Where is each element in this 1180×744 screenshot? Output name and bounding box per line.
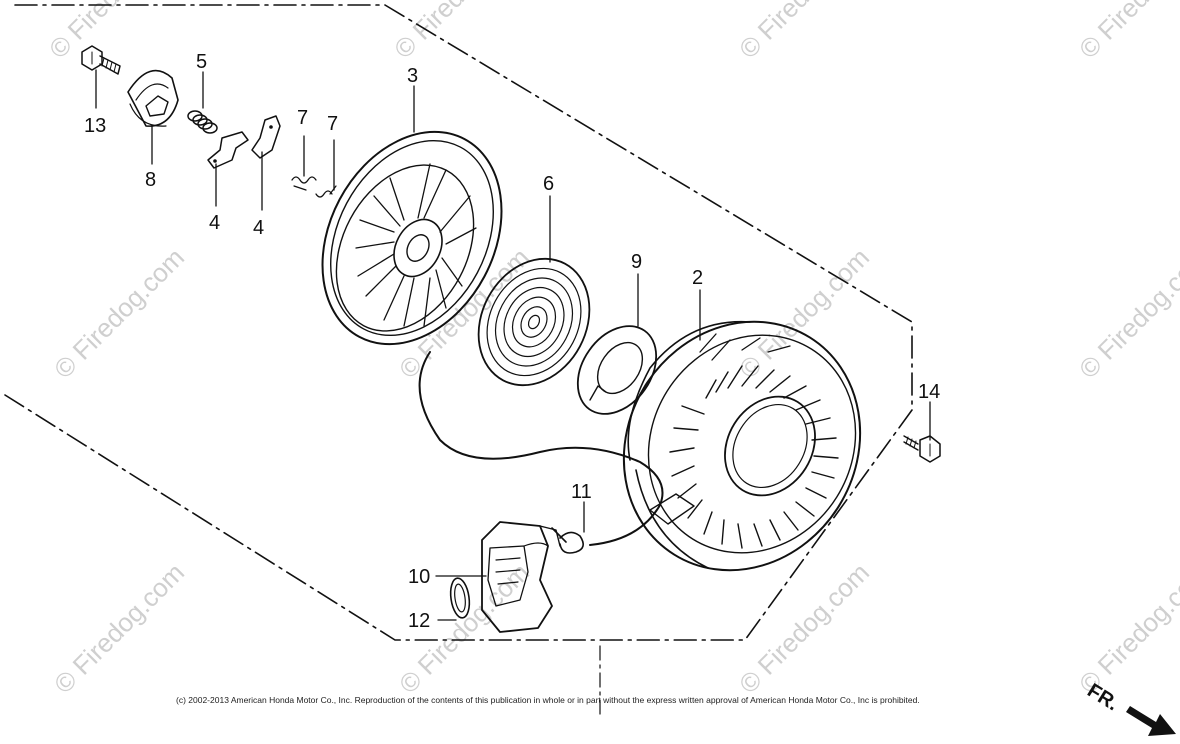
ratchet-pawl-right-part [251,115,281,159]
callout-7: 7 [327,113,338,135]
watermark: © Firedog.com [48,557,190,699]
starter-grip-part [481,521,561,633]
spring-cover-part [576,325,658,415]
callout-4: 4 [253,217,264,239]
friction-spring-part [187,110,218,134]
watermark: © Firedog.com [733,0,875,64]
front-direction-marker: FR. [1083,680,1176,736]
callout-2: 2 [692,267,703,289]
ratchet-guide-part [127,69,179,127]
watermark: © Firedog.com [48,242,190,384]
case-bolt-part [903,435,941,463]
return-spring-part [315,185,337,198]
callout-4: 4 [209,212,220,234]
watermark: © Firedog.com [1073,0,1180,64]
front-arrow-icon [1126,706,1176,736]
rope-knot-part [551,527,584,554]
callout-6: 6 [543,173,554,195]
recoil-reel-part [321,130,503,346]
callout-12: 12 [408,610,430,632]
callout-labels: 13 5 8 4 4 7 7 3 6 9 2 14 11 10 12 [84,51,940,632]
callout-8: 8 [145,169,156,191]
watermark: © Firedog.com [388,0,530,64]
callout-5: 5 [196,51,207,73]
starter-case-part [622,320,862,572]
watermark: © Firedog.com [1073,242,1180,384]
callout-14: 14 [918,381,940,403]
callout-9: 9 [631,251,642,273]
callout-11: 11 [571,481,592,503]
callout-7: 7 [297,107,308,129]
copyright-notice: (c) 2002-2013 American Honda Motor Co., … [176,695,920,705]
callout-13: 13 [84,115,106,137]
spiral-spring-part [477,257,591,387]
assembly-boundary [4,4,913,641]
watermark: © Firedog.com [43,0,185,64]
starter-rope-part [418,351,664,546]
watermark: © Firedog.com [733,242,875,384]
return-spring-part [291,176,317,191]
grip-insert-part [449,577,471,619]
callout-10: 10 [408,566,430,588]
flange-bolt-part [81,45,121,75]
callout-3: 3 [407,65,418,87]
leader-lines [95,69,931,621]
ratchet-pawl-left-part [207,131,249,169]
watermark: © Firedog.com [1073,557,1180,699]
